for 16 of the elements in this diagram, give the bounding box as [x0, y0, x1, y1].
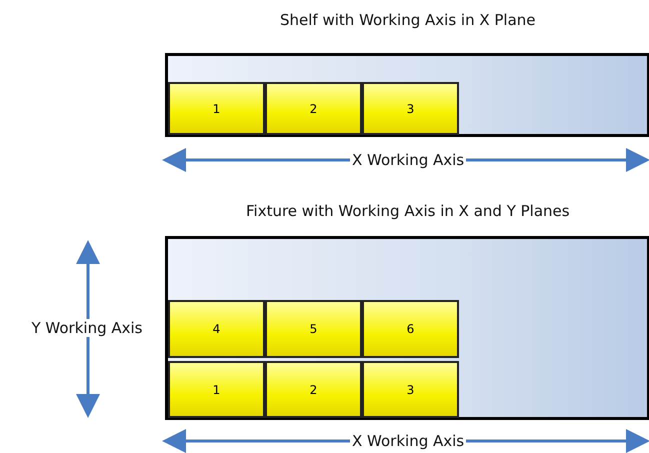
shelf-frame — [165, 53, 649, 137]
axis-label: Y Working Axis — [30, 319, 144, 337]
axis-label: X Working Axis — [350, 151, 466, 169]
panel-title: Fixture with Working Axis in X and Y Planes — [245, 202, 571, 220]
panel-title: Shelf with Working Axis in X Plane — [279, 11, 537, 29]
axis-label: X Working Axis — [350, 432, 466, 450]
bin-slot: 1 — [168, 361, 265, 418]
shelf-frame — [165, 236, 649, 420]
bin-slot: 2 — [265, 361, 362, 418]
bin-slot: 5 — [265, 300, 362, 358]
bin-slot: 6 — [362, 300, 459, 358]
bin-slot: 3 — [362, 361, 459, 418]
bin-slot: 4 — [168, 300, 265, 358]
bin-slot: 1 — [168, 82, 265, 135]
bin-slot: 2 — [265, 82, 362, 135]
bin-slot: 3 — [362, 82, 459, 135]
